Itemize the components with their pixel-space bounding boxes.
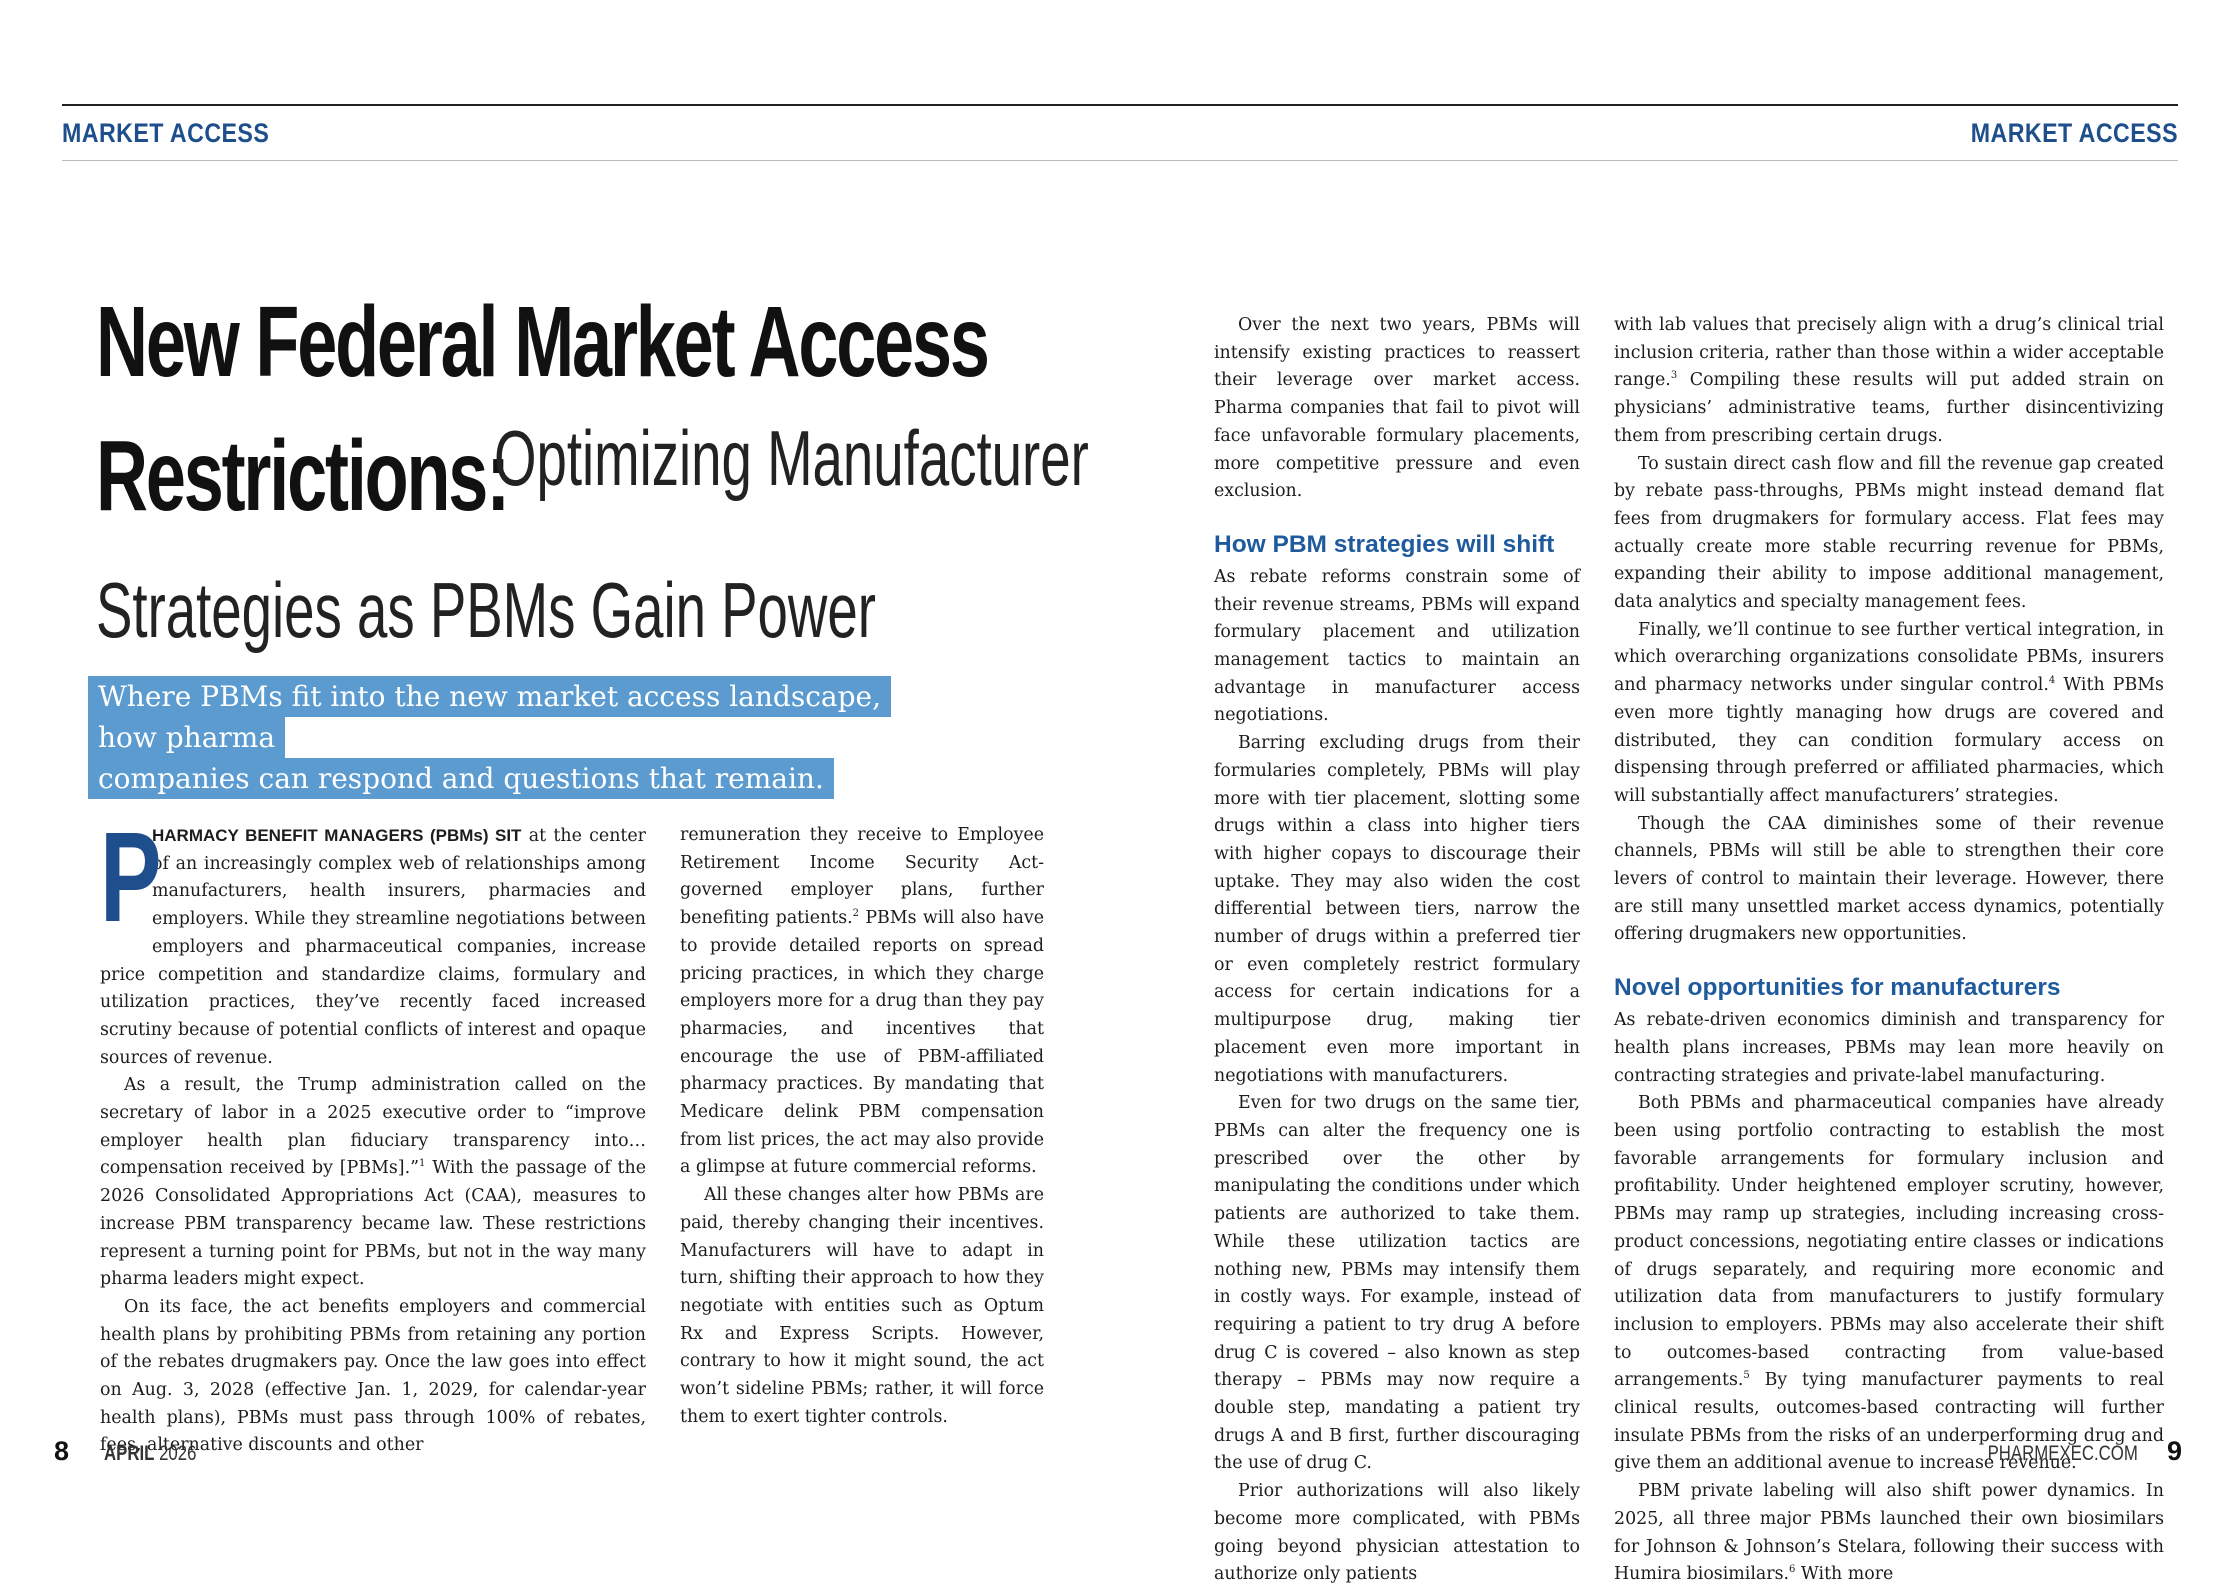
title-line-2-bold: Restrictions: xyxy=(96,420,510,532)
body-column-1: P HARMACY BENEFIT MANAGERS (PBMs) SIT at… xyxy=(100,806,646,1460)
lead-in: HARMACY BENEFIT MANAGERS (PBMs) SIT xyxy=(152,826,522,845)
site-url: PHARMEXEC.COM xyxy=(1987,1442,2138,1465)
paragraph: with lab values that precisely align wit… xyxy=(1614,315,2164,391)
article-deck: Where PBMs fit into the new market acces… xyxy=(88,676,948,799)
paragraph: remuneration they receive to Employee Re… xyxy=(680,825,1044,929)
title-line-2-thin: Optimizing Manufacturer xyxy=(494,414,1089,502)
paragraph: On its face, the act benefits employers … xyxy=(100,1296,646,1456)
paragraph-cont: PBMs will also have to provide detailed … xyxy=(680,908,1044,1178)
paragraph-cont: With PBMs even more tightly managing how… xyxy=(1614,675,2164,806)
subhead-pbm-strategies: How PBM strategies will shift xyxy=(1214,530,1555,558)
deck-line-2: companies can respond and questions that… xyxy=(88,758,834,799)
body-column-3: Over the next two years, PBMs will inten… xyxy=(1214,312,1580,1589)
header-underline xyxy=(62,160,2178,161)
subhead-novel-opportunities: Novel opportunities for manufacturers xyxy=(1614,974,2061,1002)
paragraph: Both PBMs and pharmaceutical companies h… xyxy=(1614,1093,2164,1391)
body-column-2: remuneration they receive to Employee Re… xyxy=(680,822,1044,1431)
page-number-left: 8 xyxy=(54,1436,70,1466)
drop-cap: P xyxy=(100,806,162,949)
paragraph-cont: With the passage of the 2026 Consolidate… xyxy=(100,1158,646,1290)
paragraph-cont: Compiling these results will put added s… xyxy=(1614,370,2164,446)
paragraph: Finally, we’ll continue to see further v… xyxy=(1614,619,2164,696)
paragraph: As a result, the Trump administration ca… xyxy=(100,1075,646,1179)
paragraph: All these changes alter how PBMs are pai… xyxy=(680,1185,1044,1427)
footnote-ref: 3 xyxy=(1670,370,1678,382)
paragraph: Even for two drugs on the same tier, PBM… xyxy=(1214,1093,1580,1474)
title-line-1: New Federal Market Access xyxy=(96,286,990,398)
deck-line-1: Where PBMs fit into the new market acces… xyxy=(88,676,891,758)
paragraph: To sustain direct cash flow and fill the… xyxy=(1614,453,2164,613)
footnote-ref: 2 xyxy=(852,908,860,920)
article-title: New Federal Market Access Restrictions: … xyxy=(96,286,1089,685)
paragraph: Over the next two years, PBMs will inten… xyxy=(1214,315,1580,502)
paragraph: at the center of an increasingly complex… xyxy=(100,826,646,1068)
issue-date: APRIL 2026 xyxy=(104,1442,196,1466)
issue-year: 2026 xyxy=(159,1442,197,1465)
footnote-ref: 4 xyxy=(2048,675,2056,687)
paragraph: As rebate reforms constrain some of thei… xyxy=(1214,566,1580,726)
paragraph: Prior authorizations will also likely be… xyxy=(1214,1481,1580,1585)
paragraph: As rebate-driven economics diminish and … xyxy=(1614,1010,2164,1086)
paragraph: Barring excluding drugs from their formu… xyxy=(1214,733,1580,1086)
issue-month: APRIL xyxy=(104,1442,155,1465)
section-label-left: MARKET ACCESS xyxy=(62,118,270,148)
page-number-right: 9 xyxy=(2166,1436,2182,1466)
title-line-3: Strategies as PBMs Gain Power xyxy=(96,566,876,654)
paragraph: Though the CAA diminishes some of their … xyxy=(1614,813,2164,945)
section-label-right: MARKET ACCESS xyxy=(1970,118,2178,148)
paragraph-cont: With more xyxy=(1795,1564,1894,1585)
footnote-ref: 5 xyxy=(1743,1370,1750,1382)
body-column-4: with lab values that precisely align wit… xyxy=(1614,312,2164,1589)
footnote-ref: 1 xyxy=(419,1158,426,1170)
top-rule xyxy=(62,104,2178,106)
